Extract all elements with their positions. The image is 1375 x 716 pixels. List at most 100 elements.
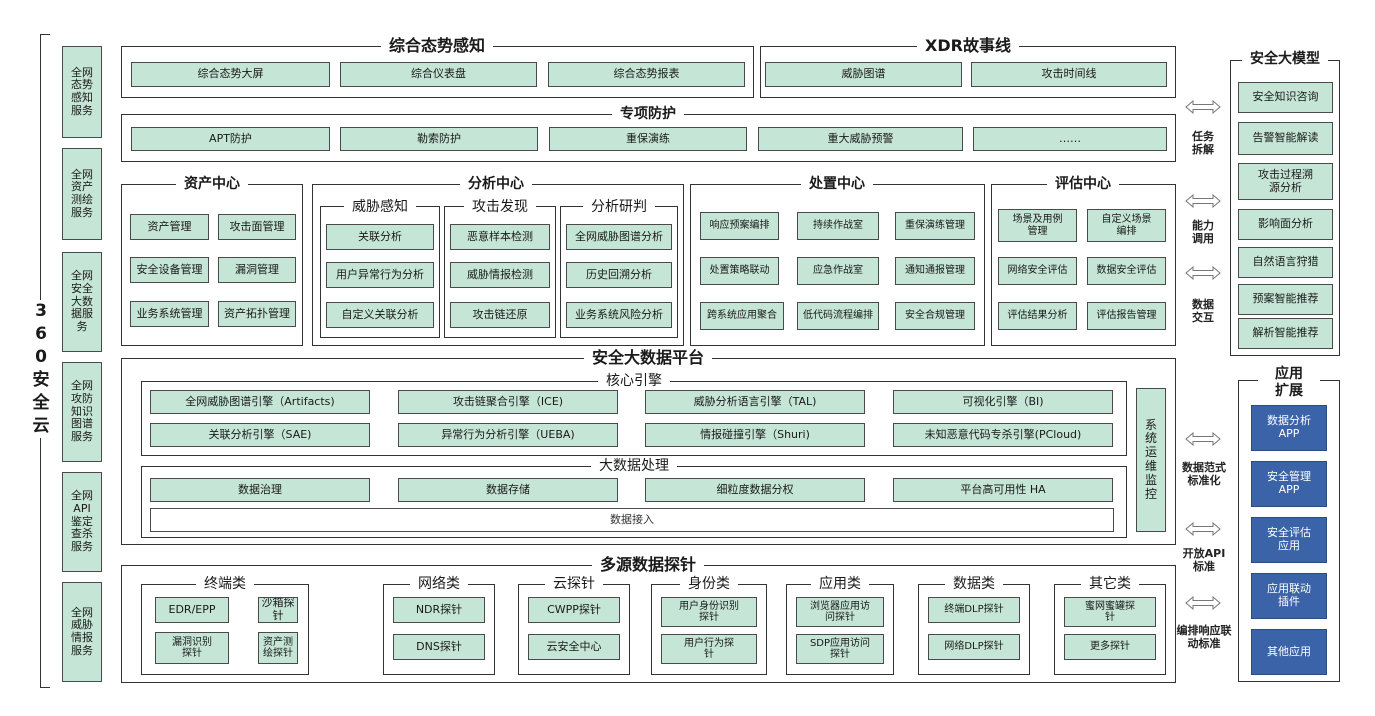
right-label-2: 能力调用 (1180, 219, 1226, 245)
core-engine-6: 异常行为分析引擎（UEBA) (398, 423, 618, 447)
analysis-group-3-title: 分析研判 (583, 200, 655, 214)
core-engine-2: 攻击链聚合引擎（ICE) (398, 390, 618, 414)
double-arrow-icon (1185, 100, 1221, 114)
asset-item-2: 攻击面管理 (218, 214, 296, 240)
bottom-label-2-text: 开放API标准 (1182, 547, 1226, 574)
bigdata-item-4: 平台高可用性 HA (893, 478, 1113, 502)
left-service-2: 全网资产测绘服务 (62, 148, 102, 240)
probe-4-item-2: 用户行为探针 (661, 634, 757, 664)
left-service-1-label: 全网态势感知服务 (71, 65, 93, 117)
probe-group-6-title: 数据类 (945, 577, 1003, 591)
probe-group-1-title: 终端类 (196, 577, 254, 591)
eval-item-1: 场景及用例管理 (998, 209, 1077, 242)
probe-group-5-title: 应用类 (811, 577, 869, 591)
probe-1-item-2: 沙箱探针 (258, 597, 298, 623)
disposal-item-7: 跨系统应用聚合 (700, 302, 784, 330)
core-engine-1: 全网威胁图谱引擎（Artifacts) (150, 390, 370, 414)
eval-item-6: 评估报告管理 (1087, 302, 1166, 330)
left-service-1: 全网态势感知服务 (62, 46, 102, 138)
eval-item-5: 评估结果分析 (998, 302, 1077, 330)
asset-item-4: 漏洞管理 (218, 257, 296, 283)
left-service-5-label: 全网API鉴定查杀服务 (71, 489, 93, 553)
model-item-1: 安全知识咨询 (1238, 82, 1333, 113)
right-label-3: 数据交互 (1180, 298, 1226, 324)
left-service-6: 全网威胁情报服务 (62, 582, 102, 682)
model-item-7: 解析智能推荐 (1238, 318, 1333, 349)
bigdata-item-1: 数据治理 (150, 478, 370, 502)
analysis-group-3-item-3: 业务系统风险分析 (566, 302, 672, 328)
model-title: 安全大模型 (1242, 52, 1328, 66)
core-engine-title: 核心引擎 (598, 374, 670, 388)
left-service-6-label: 全网威胁情报服务 (71, 605, 93, 657)
left-service-2-label: 全网资产测绘服务 (71, 167, 93, 219)
model-item-4: 影响面分析 (1238, 209, 1333, 240)
analysis-group-2-item-1: 恶意样本检测 (450, 224, 550, 250)
special-title: 专项防护 (612, 107, 684, 121)
asset-item-6: 资产拓扑管理 (218, 301, 296, 327)
model-item-3: 攻击过程溯源分析 (1238, 163, 1333, 200)
special-item-5: …… (973, 127, 1167, 151)
probe-title: 多源数据探针 (591, 557, 705, 573)
app-item-3-label: 安全评估应用 (1267, 526, 1311, 552)
special-item-1: APT防护 (131, 127, 330, 151)
app-item-4: 应用联动插件 (1251, 573, 1327, 619)
double-arrow-icon (1185, 432, 1221, 446)
situation-item-3: 综合态势报表 (548, 62, 745, 87)
probe-1-item-3: 漏洞识别探针 (155, 632, 229, 664)
left-service-3-label: 全网安全大数据服务 (71, 269, 93, 333)
bottom-label-3-text: 编排响应联动标准 (1176, 624, 1232, 651)
probe-5-item-1: 浏览器应用访问探针 (796, 597, 884, 627)
asset-item-5: 业务系统管理 (130, 301, 209, 327)
analysis-title: 分析中心 (460, 177, 532, 191)
right-label-1-text: 任务拆解 (1192, 130, 1214, 157)
xdr-item-2: 攻击时间线 (971, 62, 1167, 87)
model-item-2: 告警智能解读 (1238, 122, 1333, 155)
analysis-group-1-item-1: 关联分析 (326, 224, 434, 250)
asset-item-1: 资产管理 (130, 214, 209, 240)
probe-6-item-2: 网络DLP探针 (928, 634, 1020, 660)
analysis-group-1-item-3: 自定义关联分析 (326, 302, 434, 328)
analysis-group-2-title: 攻击发现 (464, 200, 536, 214)
special-item-4: 重大威胁预警 (758, 127, 963, 151)
probe-group-7-title: 其它类 (1081, 577, 1139, 591)
situation-item-1: 综合态势大屏 (131, 62, 330, 87)
probe-group-4-title: 身份类 (680, 577, 738, 591)
disposal-item-4: 处置策略联动 (700, 257, 779, 285)
analysis-group-2-item-3: 攻击链还原 (450, 302, 550, 328)
analysis-group-3-item-1: 全网威胁图谱分析 (566, 224, 672, 250)
bottom-label-2: 开放API标准 (1176, 547, 1232, 573)
left-service-3: 全网安全大数据服务 (62, 252, 102, 352)
probe-1-item-1: EDR/EPP (155, 597, 229, 623)
probe-6-item-1: 终端DLP探针 (928, 597, 1020, 623)
disposal-item-1: 响应预案编排 (700, 212, 779, 240)
probe-7-item-2: 更多探针 (1064, 634, 1156, 660)
probe-4-item-1: 用户身份识别探针 (661, 597, 757, 627)
platform-title: 安全大数据平台 (583, 350, 713, 366)
probe-2-item-2: DNS探针 (393, 634, 485, 660)
probe-group-3-title: 云探针 (545, 577, 603, 591)
app-item-1: 数据分析APP (1251, 405, 1327, 451)
ops-monitor-label: 系统运维监控 (1145, 417, 1158, 501)
disposal-item-8: 低代码流程编排 (797, 302, 879, 330)
bottom-label-1: 数据范式标准化 (1176, 461, 1232, 487)
bigdata-title: 大数据处理 (591, 459, 677, 473)
left-service-5: 全网API鉴定查杀服务 (62, 472, 102, 572)
left-service-4-label: 全网攻防知识图谱服务 (71, 379, 93, 443)
disposal-item-6: 通知通报管理 (895, 257, 975, 285)
analysis-group-1-title: 威胁感知 (344, 200, 416, 214)
app-item-3: 安全评估应用 (1251, 517, 1327, 563)
app-item-5: 其他应用 (1251, 629, 1327, 675)
analysis-group-1-item-2: 用户异常行为分析 (326, 262, 434, 288)
core-engine-7: 情报碰撞引擎（Shuri) (645, 423, 865, 447)
app-item-5-label: 其他应用 (1267, 644, 1311, 658)
disposal-title: 处置中心 (801, 177, 873, 191)
disposal-item-5: 应急作战室 (797, 257, 879, 285)
ops-monitor: 系统运维监控 (1136, 388, 1166, 532)
asset-item-3: 安全设备管理 (130, 257, 209, 283)
app-item-2-label: 安全管理APP (1267, 470, 1311, 496)
right-label-1: 任务拆解 (1180, 130, 1226, 156)
double-arrow-icon (1185, 266, 1221, 280)
eval-item-2: 自定义场景编排 (1087, 209, 1166, 242)
probe-3-item-1: CWPP探针 (528, 597, 620, 623)
situation-title: 综合态势感知 (380, 38, 494, 54)
